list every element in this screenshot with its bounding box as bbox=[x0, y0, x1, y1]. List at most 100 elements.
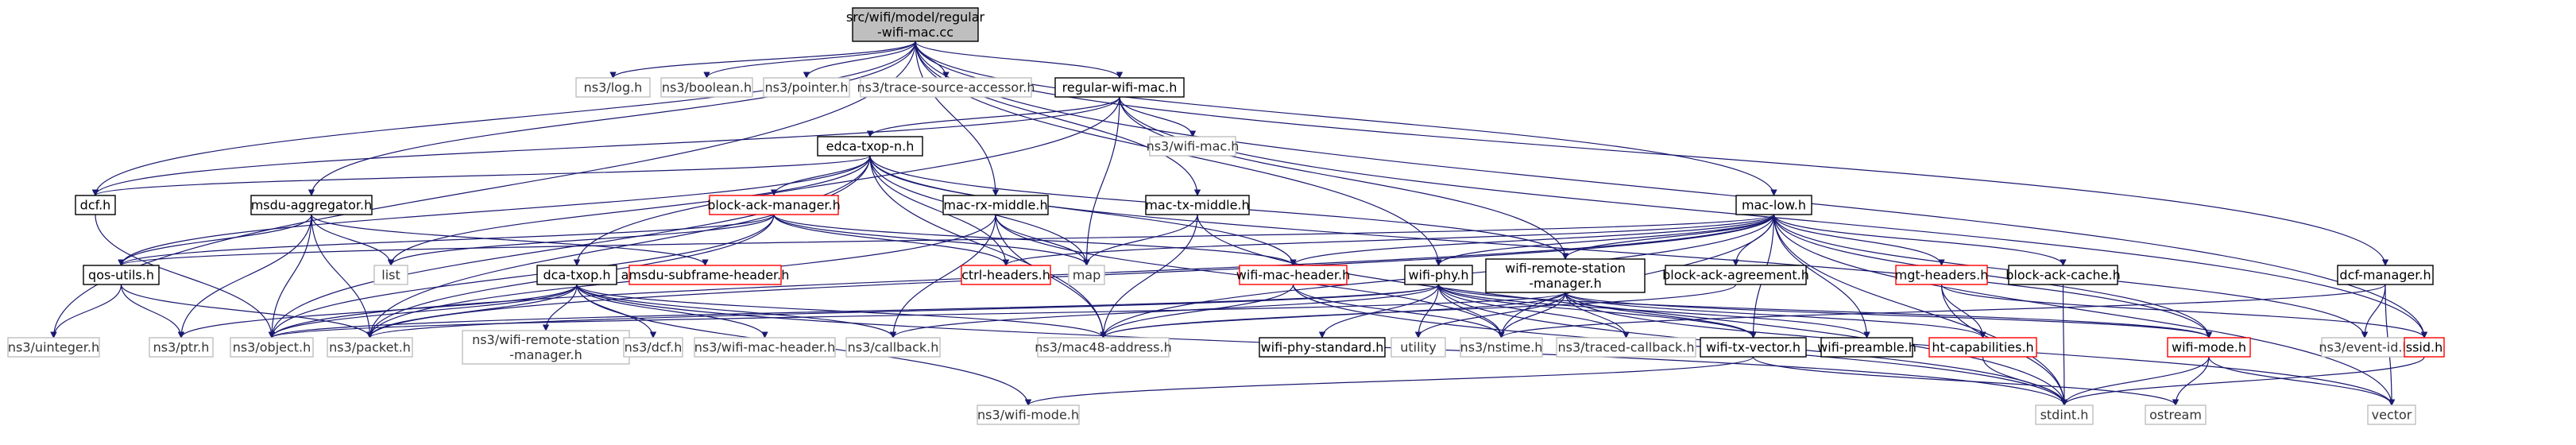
edge-wmh-to-mac48 bbox=[1100, 284, 1294, 339]
node-wmh[interactable]: wifi-mac-header.h bbox=[1236, 265, 1350, 285]
node-qos[interactable]: qos-utils.h bbox=[83, 265, 160, 285]
edge-mgt-to-htcap bbox=[1940, 284, 1986, 339]
node-msdu[interactable]: msdu-aggregator.h bbox=[250, 195, 373, 215]
edge-root-to-maclow bbox=[915, 41, 1777, 196]
node-box bbox=[575, 77, 651, 98]
edge-wifiphy-to-wpre bbox=[1437, 284, 1870, 339]
node-dcatxop[interactable]: dca-txop.h bbox=[536, 265, 617, 285]
node-label: ns3/callback.h bbox=[848, 340, 939, 355]
node-label: ns3/mac48-address.h bbox=[1035, 340, 1171, 355]
node-label: msdu-aggregator.h bbox=[251, 198, 373, 213]
edge-bam-to-qos bbox=[118, 214, 775, 266]
edge-dcatxop-to-callback bbox=[576, 284, 897, 339]
node-label: amsdu-subframe-header.h bbox=[621, 268, 790, 283]
node-root[interactable]: src/wifi/model/regular-wifi-mac.cc bbox=[846, 7, 985, 42]
node-label: ns3/wifi-mac-header.h bbox=[694, 340, 836, 355]
node-mactx[interactable]: mac-tx-middle.h bbox=[1145, 195, 1250, 215]
node-label: ns3/object.h bbox=[233, 340, 311, 355]
node-label: wifi-mac-header.h bbox=[1236, 268, 1350, 283]
node-box bbox=[852, 7, 979, 42]
node-box bbox=[817, 136, 923, 157]
edge-edca-to-qos bbox=[118, 155, 871, 266]
node-macrx[interactable]: mac-rx-middle.h bbox=[942, 195, 1049, 215]
node-box bbox=[83, 265, 160, 285]
node-ssid[interactable]: ssid.h bbox=[2404, 337, 2445, 358]
node-mgt[interactable]: mgt-headers.h bbox=[1895, 265, 1989, 285]
node-label: wifi-tx-vector.h bbox=[1706, 340, 1800, 355]
node-wrsm[interactable]: wifi-remote-station-manager.h bbox=[1485, 258, 1646, 293]
edge-root-to-pointer bbox=[803, 41, 916, 79]
node-wifiphy[interactable]: wifi-phy.h bbox=[1404, 265, 1473, 285]
node-ctrl[interactable]: ctrl-headers.h bbox=[961, 265, 1051, 285]
edge-rwmh-to-wifimac bbox=[1119, 96, 1197, 137]
node-box bbox=[2167, 337, 2251, 358]
edge-wrsm-to-wtv bbox=[1565, 292, 1757, 339]
node-bam[interactable]: block-ack-manager.h bbox=[707, 195, 841, 215]
edge-maclow-to-vector bbox=[1773, 214, 2396, 406]
node-edca[interactable]: edca-txop-n.h bbox=[817, 136, 923, 157]
edge-edca-to-wmode bbox=[869, 155, 2213, 339]
node-box bbox=[7, 337, 100, 358]
node-label: ns3/trace-source-accessor.h bbox=[857, 80, 1035, 95]
edge-bam-to-list bbox=[387, 214, 775, 266]
edge-msdu-to-packet bbox=[311, 214, 373, 339]
node-wps[interactable]: wifi-phy-standard.h bbox=[1259, 337, 1386, 358]
node-dcfmgr[interactable]: dcf-manager.h bbox=[2337, 265, 2434, 285]
node-box bbox=[860, 77, 1032, 98]
edge-root-to-macrx bbox=[915, 41, 1000, 196]
node-box bbox=[1895, 265, 1988, 285]
node-box bbox=[629, 265, 782, 285]
edge-dcfmgr-to-eventid bbox=[2361, 284, 2386, 339]
edge-maclow-to-wmode bbox=[1773, 214, 2213, 339]
node-ptr: ns3/ptr.h bbox=[149, 337, 214, 358]
node-map: map bbox=[1068, 265, 1105, 285]
edge-baa-to-mac48 bbox=[1100, 284, 1737, 339]
node-box bbox=[1735, 195, 1812, 215]
node-htcap[interactable]: ht-capabilities.h bbox=[1928, 337, 2037, 358]
node-wrsm3: ns3/wifi-remote-station-manager.h bbox=[462, 330, 630, 365]
edge-wtv-to-wmode3 bbox=[1025, 356, 1754, 406]
edge-wrsm-to-nstime bbox=[1498, 292, 1566, 339]
node-label: wifi-preamble.h bbox=[1817, 340, 1917, 355]
node-mac48: ns3/mac48-address.h bbox=[1035, 337, 1172, 358]
node-box bbox=[327, 337, 413, 358]
node-box bbox=[462, 330, 630, 365]
node-box bbox=[763, 77, 850, 98]
node-label: qos-utils.h bbox=[88, 268, 154, 283]
node-baa[interactable]: block-ack-agreement.h bbox=[1662, 265, 1809, 285]
edge-edca-to-object bbox=[268, 155, 871, 339]
node-boolean: ns3/boolean.h bbox=[660, 77, 753, 98]
node-label: mac-rx-middle.h bbox=[943, 198, 1047, 213]
node-box bbox=[942, 195, 1049, 215]
edge-ssid-to-stdint bbox=[2060, 356, 2425, 406]
edge-macrx-to-callback bbox=[889, 214, 996, 339]
node-amsdu[interactable]: amsdu-subframe-header.h bbox=[621, 265, 790, 285]
node-wmh3: ns3/wifi-mac-header.h bbox=[694, 337, 836, 358]
node-label: ns3/log.h bbox=[584, 80, 643, 95]
node-box bbox=[1700, 337, 1807, 358]
node-wtv[interactable]: wifi-tx-vector.h bbox=[1700, 337, 1807, 358]
node-dcf[interactable]: dcf.h bbox=[75, 195, 116, 215]
node-box bbox=[2145, 404, 2207, 425]
node-rwmh[interactable]: regular-wifi-mac.h bbox=[1054, 77, 1185, 98]
node-box bbox=[1820, 337, 1913, 358]
node-callback: ns3/callback.h bbox=[845, 337, 941, 358]
edge-maclow-to-bac bbox=[1773, 214, 2067, 266]
node-bac[interactable]: block-ack-cache.h bbox=[2005, 265, 2121, 285]
edge-dcatxop-to-wrsm3 bbox=[542, 284, 578, 331]
edge-msdu-to-ptr bbox=[177, 214, 312, 339]
node-nstime: ns3/nstime.h bbox=[1460, 337, 1543, 358]
node-label: stdint.h bbox=[2040, 408, 2089, 423]
node-label: -manager.h bbox=[509, 347, 582, 362]
node-wmode[interactable]: wifi-mode.h bbox=[2167, 337, 2251, 358]
node-box bbox=[1390, 337, 1446, 358]
node-wpre[interactable]: wifi-preamble.h bbox=[1817, 337, 1917, 358]
node-box bbox=[1259, 337, 1386, 358]
node-label: dcf.h bbox=[80, 198, 111, 213]
node-label: ctrl-headers.h bbox=[961, 268, 1050, 283]
node-maclow[interactable]: mac-low.h bbox=[1735, 195, 1812, 215]
edge-root-to-mactx bbox=[915, 41, 1201, 196]
edge-wifiphy-to-packet bbox=[366, 284, 1440, 339]
node-box bbox=[1239, 265, 1348, 285]
node-label: ns3/ptr.h bbox=[153, 340, 210, 355]
